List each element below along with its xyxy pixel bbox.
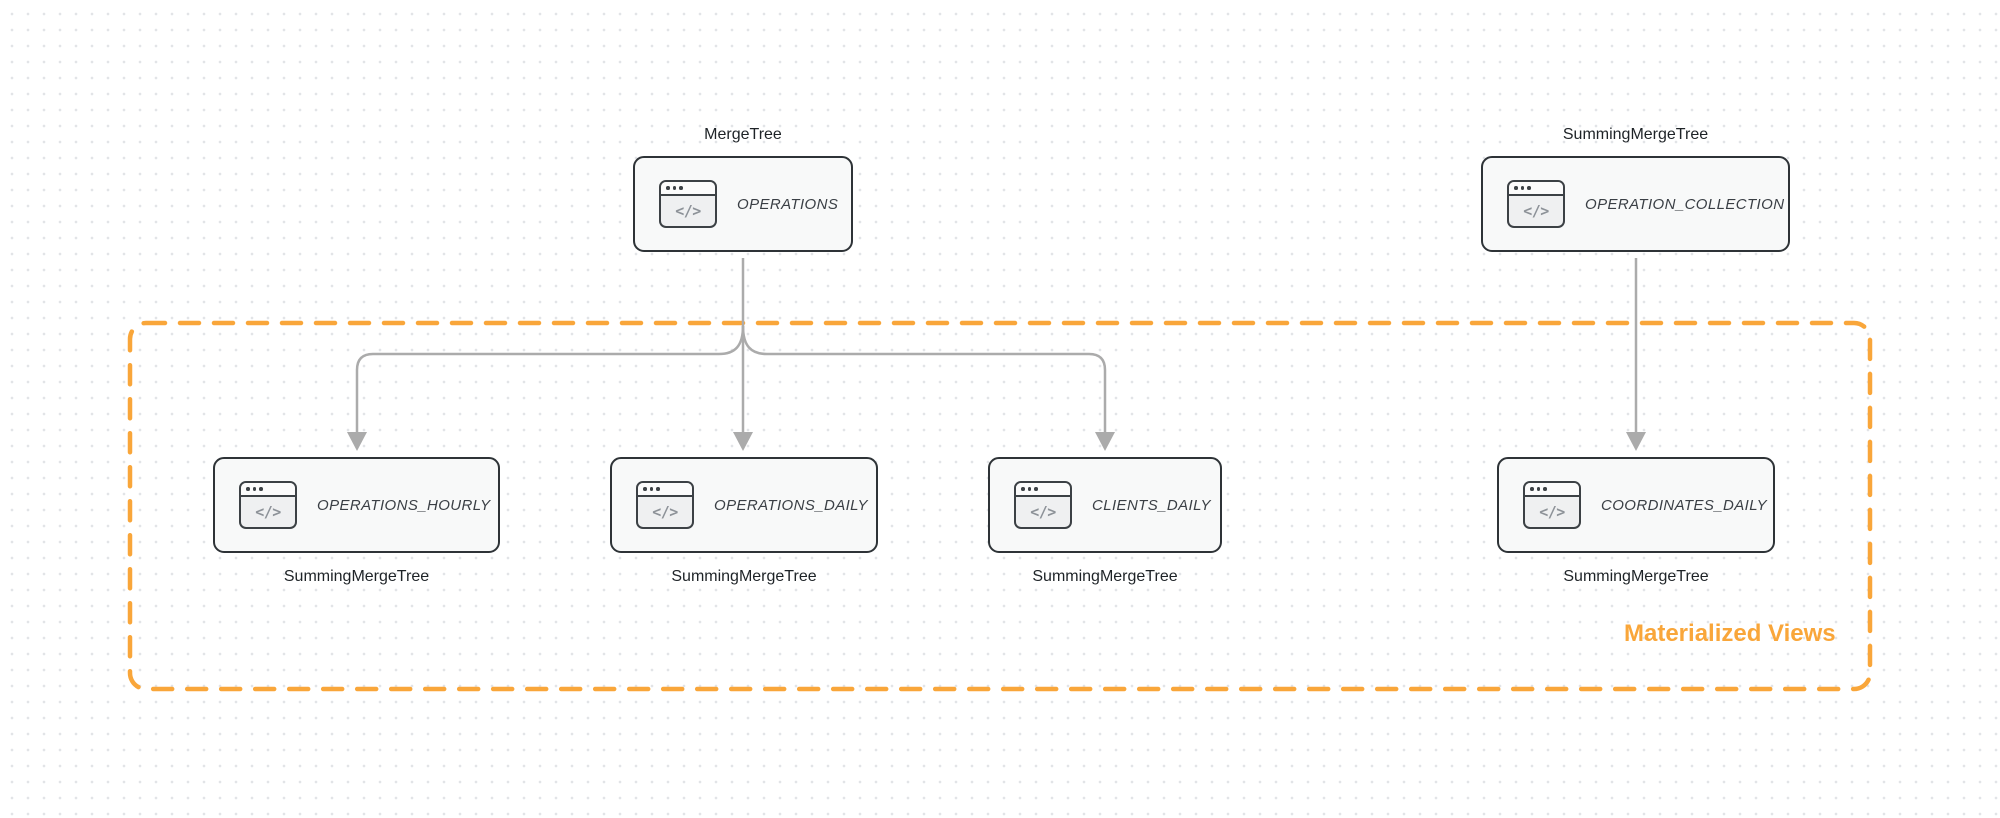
code-glyph: </> xyxy=(1539,503,1565,521)
node-box-coordinates-daily[interactable]: </> COORDINATES_DAILY xyxy=(1497,457,1775,553)
code-window-icon: </> xyxy=(1507,180,1565,228)
group-label: Materialized Views xyxy=(1624,620,1836,647)
engine-label: SummingMergeTree xyxy=(1563,568,1709,585)
node-operations-hourly: </> OPERATIONS_HOURLY SummingMergeTree xyxy=(213,457,500,586)
code-window-icon: </> xyxy=(1014,481,1072,529)
code-window-icon: </> xyxy=(1523,481,1581,529)
node-title: OPERATION_COLLECTION xyxy=(1585,195,1785,213)
node-operations-daily: </> OPERATIONS_DAILY SummingMergeTree xyxy=(610,457,878,586)
arrowhead-coordinates-daily xyxy=(1626,432,1646,451)
code-glyph: </> xyxy=(255,503,281,521)
node-box-clients-daily[interactable]: </> CLIENTS_DAILY xyxy=(988,457,1222,553)
window-dots xyxy=(1509,182,1563,196)
node-box-operations-hourly[interactable]: </> OPERATIONS_HOURLY xyxy=(213,457,500,553)
engine-label: SummingMergeTree xyxy=(1032,568,1178,585)
node-title: OPERATIONS_DAILY xyxy=(714,496,868,514)
code-glyph: </> xyxy=(1523,202,1549,220)
code-glyph: </> xyxy=(1030,503,1056,521)
engine-label: SummingMergeTree xyxy=(671,568,817,585)
engine-label: SummingMergeTree xyxy=(1562,126,1709,143)
code-glyph: </> xyxy=(675,202,701,220)
arrowhead-clients-daily xyxy=(1095,432,1115,451)
node-title: COORDINATES_DAILY xyxy=(1601,496,1768,514)
window-dots xyxy=(1016,483,1070,497)
engine-label: SummingMergeTree xyxy=(283,568,430,585)
code-window-icon: </> xyxy=(636,481,694,529)
node-box-operations[interactable]: </> OPERATIONS xyxy=(633,156,853,252)
node-operations: MergeTree </> OPERATIONS xyxy=(633,125,853,252)
node-title: CLIENTS_DAILY xyxy=(1092,496,1211,514)
node-box-operation-collection[interactable]: </> OPERATION_COLLECTION xyxy=(1481,156,1790,252)
window-dots xyxy=(638,483,692,497)
window-dots xyxy=(1525,483,1579,497)
node-operation-collection: SummingMergeTree </> OPERATION_COLLECTIO… xyxy=(1481,125,1790,252)
arrowhead-operations-daily xyxy=(733,432,753,451)
code-window-icon: </> xyxy=(239,481,297,529)
code-window-icon: </> xyxy=(659,180,717,228)
node-title: OPERATIONS xyxy=(737,195,839,213)
window-dots xyxy=(661,182,715,196)
node-title: OPERATIONS_HOURLY xyxy=(317,496,491,514)
edge-operations-to-operations-hourly xyxy=(355,325,745,432)
code-glyph: </> xyxy=(652,503,678,521)
window-dots xyxy=(241,483,295,497)
node-clients-daily: </> CLIENTS_DAILY SummingMergeTree xyxy=(988,457,1222,586)
node-box-operations-daily[interactable]: </> OPERATIONS_DAILY xyxy=(610,457,878,553)
arrowhead-operations-hourly xyxy=(347,432,367,451)
engine-label: MergeTree xyxy=(704,126,782,143)
node-coordinates-daily: </> COORDINATES_DAILY SummingMergeTree xyxy=(1497,457,1775,586)
edge-operations-to-clients-daily xyxy=(741,325,1107,432)
